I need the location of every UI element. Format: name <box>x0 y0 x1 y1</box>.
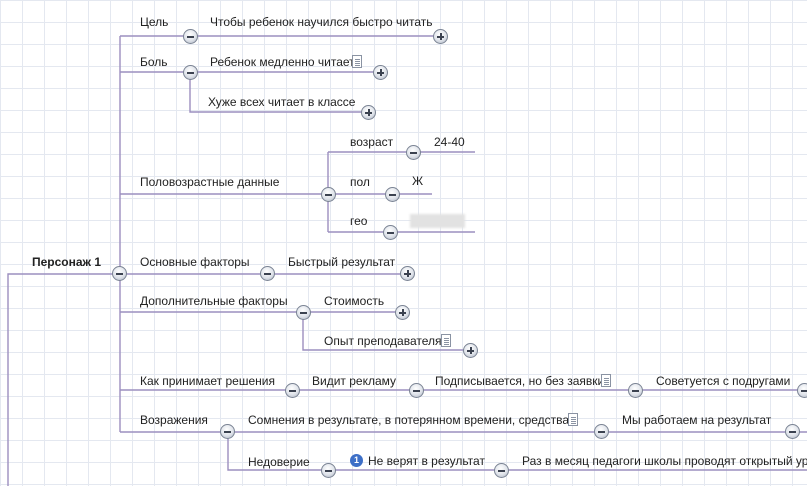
note-icon[interactable] <box>352 55 362 68</box>
decision-step2-label[interactable]: Подписывается, но без заявки <box>435 374 605 388</box>
objection1-label[interactable]: Сомнения в результате, в потерянном врем… <box>248 413 579 427</box>
expand-extra-child2-button[interactable] <box>463 343 478 358</box>
expand-factors-child-button[interactable] <box>400 266 415 281</box>
collapse-objections-button[interactable] <box>220 424 235 439</box>
note-icon[interactable] <box>441 334 451 347</box>
redacted-geo-value <box>410 214 465 228</box>
collapse-pain-button[interactable] <box>183 65 198 80</box>
collapse-demo-button[interactable] <box>321 187 336 202</box>
factors-child-label[interactable]: Быстрый результат <box>288 255 396 269</box>
collapse-sex-button[interactable] <box>385 187 400 202</box>
branch-extra-label[interactable]: Дополнительные факторы <box>140 294 288 308</box>
decision-step3-label[interactable]: Советуется с подругами <box>656 374 791 388</box>
collapse-objection2-button[interactable] <box>321 463 336 478</box>
demo-sex-label[interactable]: пол <box>350 175 370 189</box>
collapse-decision-button[interactable] <box>285 383 300 398</box>
note-icon[interactable] <box>568 413 578 426</box>
root-node-label[interactable]: Персонаж 1 <box>32 255 102 269</box>
branch-pain-label[interactable]: Боль <box>140 55 168 69</box>
note-icon[interactable] <box>601 374 611 387</box>
branch-decision-label[interactable]: Как принимает решения <box>140 374 275 388</box>
collapse-objection2-child-button[interactable] <box>494 463 509 478</box>
branch-factors-label[interactable]: Основные факторы <box>140 255 250 269</box>
branch-objections-label[interactable]: Возражения <box>140 413 208 427</box>
demo-geo-label[interactable]: гео <box>350 214 368 228</box>
decision-step1-label[interactable]: Видит рекламу <box>312 374 397 388</box>
branch-demo-label[interactable]: Половозрастные данные <box>140 175 280 189</box>
expand-extra-child1-button[interactable] <box>395 305 410 320</box>
collapse-goal-button[interactable] <box>183 29 198 44</box>
demo-age-value[interactable]: 24-40 <box>434 135 465 149</box>
demo-age-label[interactable]: возраст <box>350 135 394 149</box>
expand-goal-child-button[interactable] <box>433 29 448 44</box>
collapse-objection1-answer-button[interactable] <box>785 424 800 439</box>
goal-child-label[interactable]: Чтобы ребенок научился быстро читать <box>210 15 433 29</box>
priority-1-icon: 1 <box>350 454 363 467</box>
collapse-step3-button[interactable] <box>797 383 807 398</box>
extra-child1-label[interactable]: Стоимость <box>324 294 385 308</box>
objection2-child-label[interactable]: Не верят в результат <box>368 454 485 468</box>
expand-pain-child1-button[interactable] <box>373 65 388 80</box>
pain-child1-label[interactable]: Ребенок медленно читает <box>210 55 355 69</box>
collapse-step1-button[interactable] <box>409 383 424 398</box>
objection1-answer-label[interactable]: Мы работаем на результат <box>622 413 772 427</box>
extra-child2-label[interactable]: Опыт преподавателя <box>324 334 442 348</box>
objection2-label[interactable]: Недоверие <box>248 455 310 469</box>
expand-pain-child2-button[interactable] <box>361 105 376 120</box>
demo-sex-value[interactable]: Ж <box>412 174 424 188</box>
collapse-factors-button[interactable] <box>260 266 275 281</box>
collapse-age-button[interactable] <box>406 145 421 160</box>
collapse-objection1-button[interactable] <box>594 424 609 439</box>
pain-child2-label[interactable]: Хуже всех читает в классе <box>208 95 356 109</box>
collapse-geo-button[interactable] <box>383 225 398 240</box>
collapse-extra-button[interactable] <box>296 305 311 320</box>
branch-goal-label[interactable]: Цель <box>140 15 169 29</box>
collapse-step2-button[interactable] <box>628 383 643 398</box>
objection2-answer-label[interactable]: Раз в месяц педагоги школы проводят откр… <box>522 454 807 468</box>
collapse-root-button[interactable] <box>112 266 127 281</box>
